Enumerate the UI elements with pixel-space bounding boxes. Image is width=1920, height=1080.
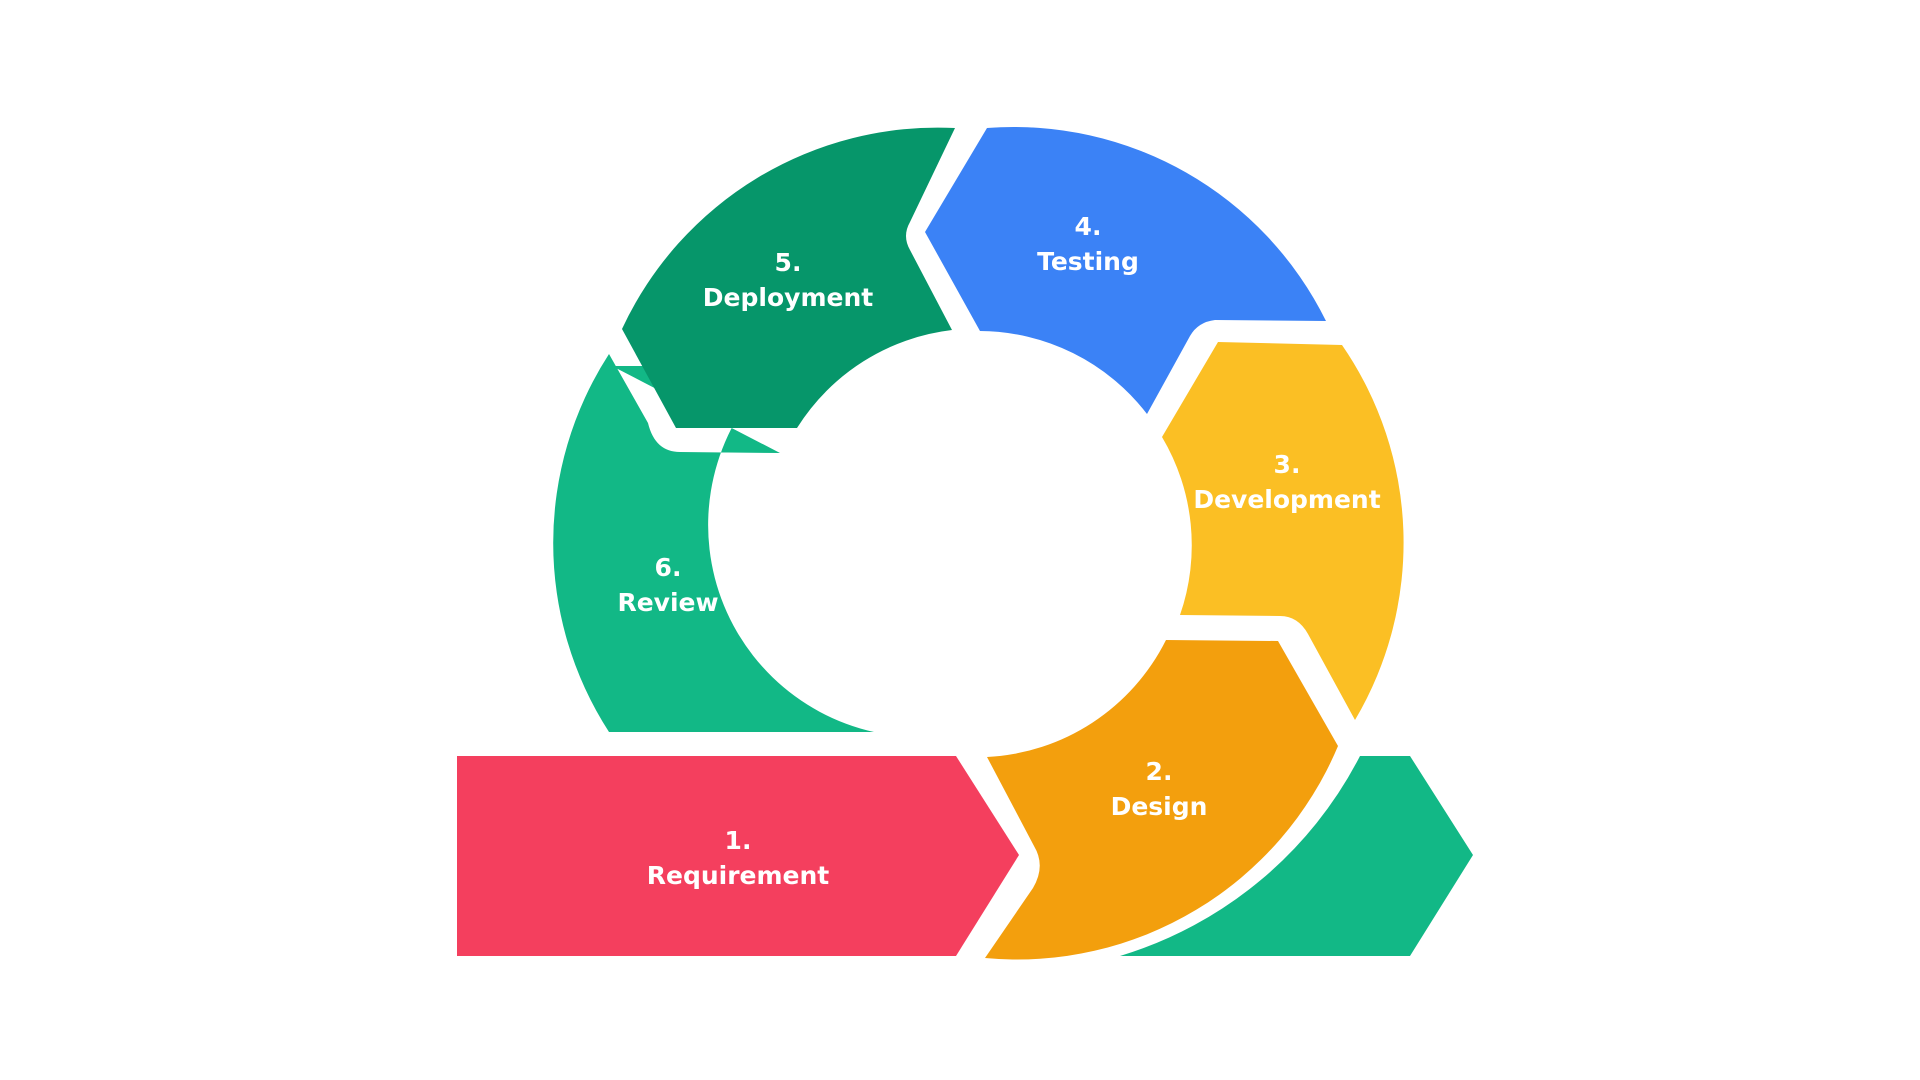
stage-design: 2. Design — [985, 640, 1338, 960]
stage-review-number: 6. — [655, 553, 682, 582]
stage-deployment-name: Deployment — [703, 283, 873, 312]
stage-deployment: 5. Deployment — [622, 127, 955, 429]
stage-testing-number: 4. — [1075, 212, 1102, 241]
stage-review-name: Review — [617, 588, 718, 617]
stage-testing-name: Testing — [1037, 247, 1139, 276]
stage-design-number: 2. — [1146, 757, 1173, 786]
exit-arrow-shape — [1120, 756, 1473, 956]
stage-testing-shape — [925, 126, 1326, 414]
stage-deployment-number: 5. — [775, 248, 802, 277]
stage-design-shape — [985, 640, 1338, 960]
stage-development-number: 3. — [1274, 450, 1301, 479]
stage-deployment-shape — [622, 127, 955, 429]
stage-testing: 4. Testing — [925, 126, 1326, 414]
stage-requirement: 1. Requirement — [457, 756, 1019, 956]
stage-requirement-name: Requirement — [647, 861, 830, 890]
stage-development-name: Development — [1193, 485, 1380, 514]
exit-arrow — [1120, 756, 1473, 956]
stage-development: 3. Development — [1162, 342, 1404, 720]
stage-review: 6. Review — [553, 354, 874, 732]
stage-requirement-shape — [457, 756, 1019, 956]
stage-review-shape — [553, 354, 874, 732]
stage-requirement-number: 1. — [725, 826, 752, 855]
stage-design-name: Design — [1111, 792, 1208, 821]
stage-development-shape — [1162, 342, 1404, 720]
